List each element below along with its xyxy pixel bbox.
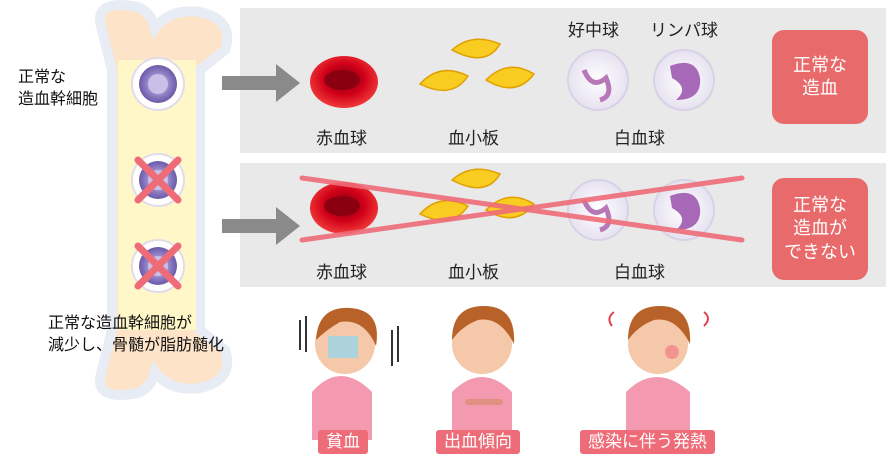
symptom-anemia: 貧血 [318,430,368,454]
cross-mark-blood-cells [299,175,745,243]
label-wbc-bottom: 白血球 [614,263,665,283]
person-anemia [299,307,399,440]
lymphocyte-normal [653,49,715,111]
person-bleeding [452,306,515,440]
cross-mark-stem-2 [134,242,182,290]
marrow-fatty-caption: 正常な造血幹細胞が 減少し、骨髄が脂肪髄化 [48,313,225,354]
cross-mark-stem-1 [134,156,182,204]
neutrophil-failed [567,179,629,241]
status-failed-hematopoiesis: 正常な 造血が できない [772,178,868,280]
label-platelet-bottom: 血小板 [448,263,499,283]
label-wbc-top: 白血球 [614,129,665,149]
label-lymphocyte: リンパ球 [650,21,718,41]
symptom-fever: 感染に伴う発熱 [580,430,715,454]
label-platelet-top: 血小板 [448,129,499,149]
arrow-normal [222,64,300,102]
neutrophil-normal [567,49,629,111]
arrow-failed [222,207,300,245]
platelets-normal [418,38,536,92]
label-rbc-bottom: 赤血球 [316,263,367,283]
lymphocyte-failed [653,179,715,241]
red-blood-cell-normal [310,56,378,108]
label-neutrophil: 好中球 [568,21,619,41]
normal-stem-cell-label: 正常な 造血幹細胞 [18,67,99,108]
person-fever [608,306,709,440]
label-rbc-top: 赤血球 [316,129,367,149]
symptom-bleeding: 出血傾向 [436,430,520,454]
stem-cell-normal [131,57,185,111]
status-normal-hematopoiesis: 正常な 造血 [772,30,868,124]
red-blood-cell-failed [310,182,378,234]
